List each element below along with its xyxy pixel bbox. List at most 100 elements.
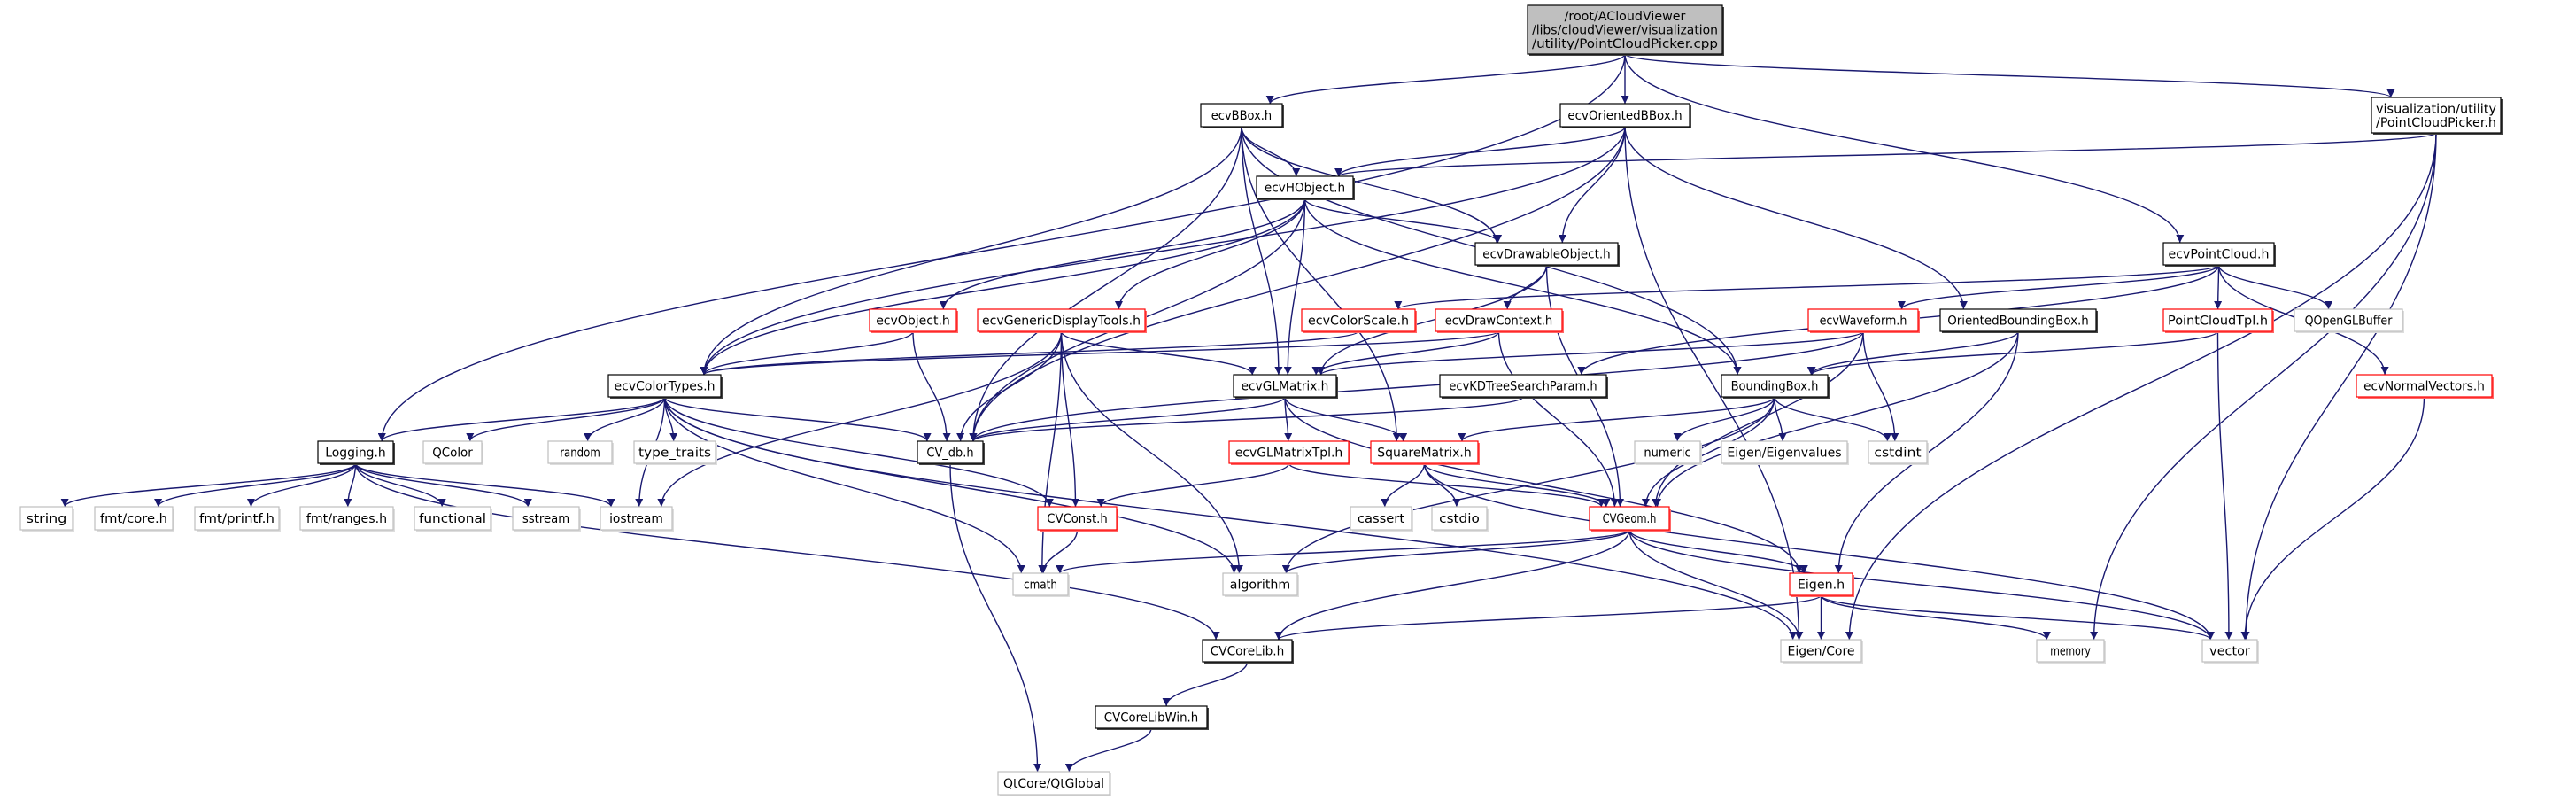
edge-ecvGLMatrixTpl-to-CVConst	[1096, 462, 1290, 508]
node-ecvHObject[interactable]: ecvHObject.h	[1256, 175, 1355, 200]
node-box	[600, 506, 673, 531]
edge-ecvOrientedBBox-to-EigenCore	[1624, 126, 1803, 641]
edge-ecvColorTypes-to-CV_db	[663, 396, 932, 442]
node-label: /utility/PointCloudPicker.cpp	[1532, 37, 1718, 51]
edge-SquareMatrix-to-CVGeom	[1423, 462, 1611, 508]
edge-vizPicker-to-ecvHObject	[1334, 132, 2437, 177]
edge-ecvBBox-to-CV_db	[969, 126, 1242, 442]
node-algorithm: algorithm	[1222, 572, 1299, 597]
node-cstdio: cstdio	[1431, 506, 1489, 532]
edge-CVConst-to-cmath	[1039, 529, 1079, 574]
edge-Logging-to-fmtcore	[154, 462, 357, 508]
edge-ecvPointCloud-to-ecvColorScale	[1394, 264, 2220, 310]
node-label: cassert	[1358, 512, 1405, 526]
edge-ecvPointCloud-to-ecvWaveform	[1898, 264, 2220, 310]
edge-ecvDrawContext-to-ecvColorTypes	[700, 330, 1500, 376]
edge-ecvColorTypes-to-EigenCore	[663, 396, 1798, 641]
node-vizPicker[interactable]: visualization/utility/PointCloudPicker.h	[2371, 97, 2503, 135]
node-ecvColorScale[interactable]: ecvColorScale.h	[1301, 308, 1417, 333]
edge-Logging-to-string	[60, 462, 357, 508]
node-box	[2201, 639, 2258, 663]
node-box	[2371, 97, 2502, 134]
edge-ecvBBox-to-ecvDrawableObject	[1241, 126, 1501, 244]
edge-SquareMatrix-to-vector	[1423, 462, 2215, 641]
node-EigenEigenvalues: Eigen/Eigenvalues	[1721, 440, 1849, 465]
node-label: CVCoreLibWin.h	[1104, 711, 1198, 726]
edge-SquareMatrix-to-cassert	[1381, 462, 1426, 508]
node-box	[869, 308, 957, 332]
node-ecvKDTreeSearchParam[interactable]: ecvKDTreeSearchParam.h	[1439, 374, 1608, 399]
edge-Logging-to-iostream	[354, 462, 615, 508]
node-ecvNormalVectors[interactable]: ecvNormalVectors.h	[2356, 374, 2494, 399]
node-ecvBBox[interactable]: ecvBBox.h	[1200, 103, 1284, 128]
node-box	[997, 771, 1110, 796]
node-BoundingBox[interactable]: BoundingBox.h	[1721, 374, 1830, 399]
edge-ecvBBox-to-ecvColorTypes	[700, 126, 1242, 376]
node-cstdint: cstdint	[1868, 440, 1929, 465]
node-label: Logging.h	[325, 447, 385, 461]
edge-ecvOrientedBBox-to-ecvHObject	[1334, 126, 1626, 177]
node-box	[977, 308, 1146, 332]
node-label: SquareMatrix.h	[1377, 447, 1471, 461]
node-label: /libs/cloudViewer/visualization	[1532, 24, 1718, 38]
node-cassert: cassert	[1350, 506, 1413, 532]
node-Eigen[interactable]: Eigen.h	[1789, 572, 1854, 597]
edge-ecvHObject-to-ecvGLMatrix	[1283, 198, 1306, 376]
node-box	[2162, 308, 2273, 332]
edge-Logging-to-fmtprintf	[246, 462, 357, 508]
node-numeric: numeric	[1634, 440, 1702, 465]
node-cmath: cmath	[1012, 572, 1070, 597]
node-ecvGLMatrixTpl[interactable]: ecvGLMatrixTpl.h	[1228, 440, 1350, 465]
node-box	[1202, 639, 1293, 663]
node-label: /PointCloudPicker.h	[2376, 116, 2496, 130]
node-box	[1474, 242, 1619, 266]
node-box	[299, 506, 394, 531]
node-box	[1256, 175, 1354, 199]
node-ecvGenericDisplayTools[interactable]: ecvGenericDisplayTools.h	[977, 308, 1147, 333]
node-OrientedBoundingBox[interactable]: OrientedBoundingBox.h	[1939, 308, 2098, 333]
node-box	[2294, 308, 2403, 332]
node-random: random	[547, 440, 614, 465]
node-ecvObject[interactable]: ecvObject.h	[869, 308, 958, 333]
edge-vizPicker-to-EigenCore	[1845, 132, 2437, 641]
node-ecvPointCloud[interactable]: ecvPointCloud.h	[2162, 242, 2276, 267]
edge-BoundingBox-to-algorithm	[1281, 396, 1775, 574]
node-box	[1868, 440, 1928, 464]
edge-ecvWaveform-to-ecvGLMatrix	[1317, 330, 1864, 376]
node-ecvOrientedBBox[interactable]: ecvOrientedBBox.h	[1559, 103, 1691, 128]
edge-ecvHObject-to-ecvDrawableObject	[1303, 198, 1502, 244]
node-ecvColorTypes[interactable]: ecvColorTypes.h	[607, 374, 723, 399]
node-ecvDrawContext[interactable]: ecvDrawContext.h	[1435, 308, 1564, 333]
node-CVCoreLib[interactable]: CVCoreLib.h	[1202, 639, 1294, 664]
edge-root-to-ecvBBox	[1265, 53, 1626, 105]
node-label: fmt/ranges.h	[306, 512, 387, 526]
node-box	[1439, 374, 1607, 398]
node-box	[1200, 103, 1283, 128]
node-QtGlobal: QtCore/QtGlobal	[997, 771, 1111, 796]
node-PointCloudTpl[interactable]: PointCloudTpl.h	[2162, 308, 2274, 333]
edge-CVGeom-to-vector	[1628, 529, 2215, 641]
node-ecvWaveform[interactable]: ecvWaveform.h	[1807, 308, 1920, 333]
node-CV_db[interactable]: CV_db.h	[917, 440, 985, 465]
node-CVConst[interactable]: CVConst.h	[1037, 506, 1118, 532]
node-vector: vector	[2201, 639, 2259, 664]
node-CVCoreLibWin[interactable]: CVCoreLibWin.h	[1095, 705, 1209, 730]
node-root[interactable]: /root/ACloudViewer/libs/cloudViewer/visu…	[1527, 4, 1724, 56]
edge-PointCloudTpl-to-vector	[2216, 330, 2233, 641]
edge-ecvDrawableObject-to-ecvGLMatrix	[1317, 264, 1548, 376]
node-label: iostream	[609, 512, 663, 526]
node-Logging[interactable]: Logging.h	[317, 440, 395, 465]
node-ecvGLMatrix[interactable]: ecvGLMatrix.h	[1233, 374, 1338, 399]
node-label: functional	[419, 512, 486, 526]
node-label: cstdio	[1439, 512, 1480, 526]
node-box	[1037, 506, 1118, 531]
node-string: string	[19, 506, 74, 532]
node-box	[1939, 308, 2097, 332]
node-CVGeom[interactable]: CVGeom.h	[1589, 506, 1671, 532]
node-label: visualization/utility	[2376, 102, 2496, 116]
node-SquareMatrix[interactable]: SquareMatrix.h	[1370, 440, 1480, 465]
edge-ecvGenericDisplayTools-to-algorithm	[1060, 330, 1243, 574]
node-type_traits: type_traits	[633, 440, 717, 465]
node-label: CVConst.h	[1047, 512, 1107, 526]
node-ecvDrawableObject[interactable]: ecvDrawableObject.h	[1474, 242, 1620, 267]
